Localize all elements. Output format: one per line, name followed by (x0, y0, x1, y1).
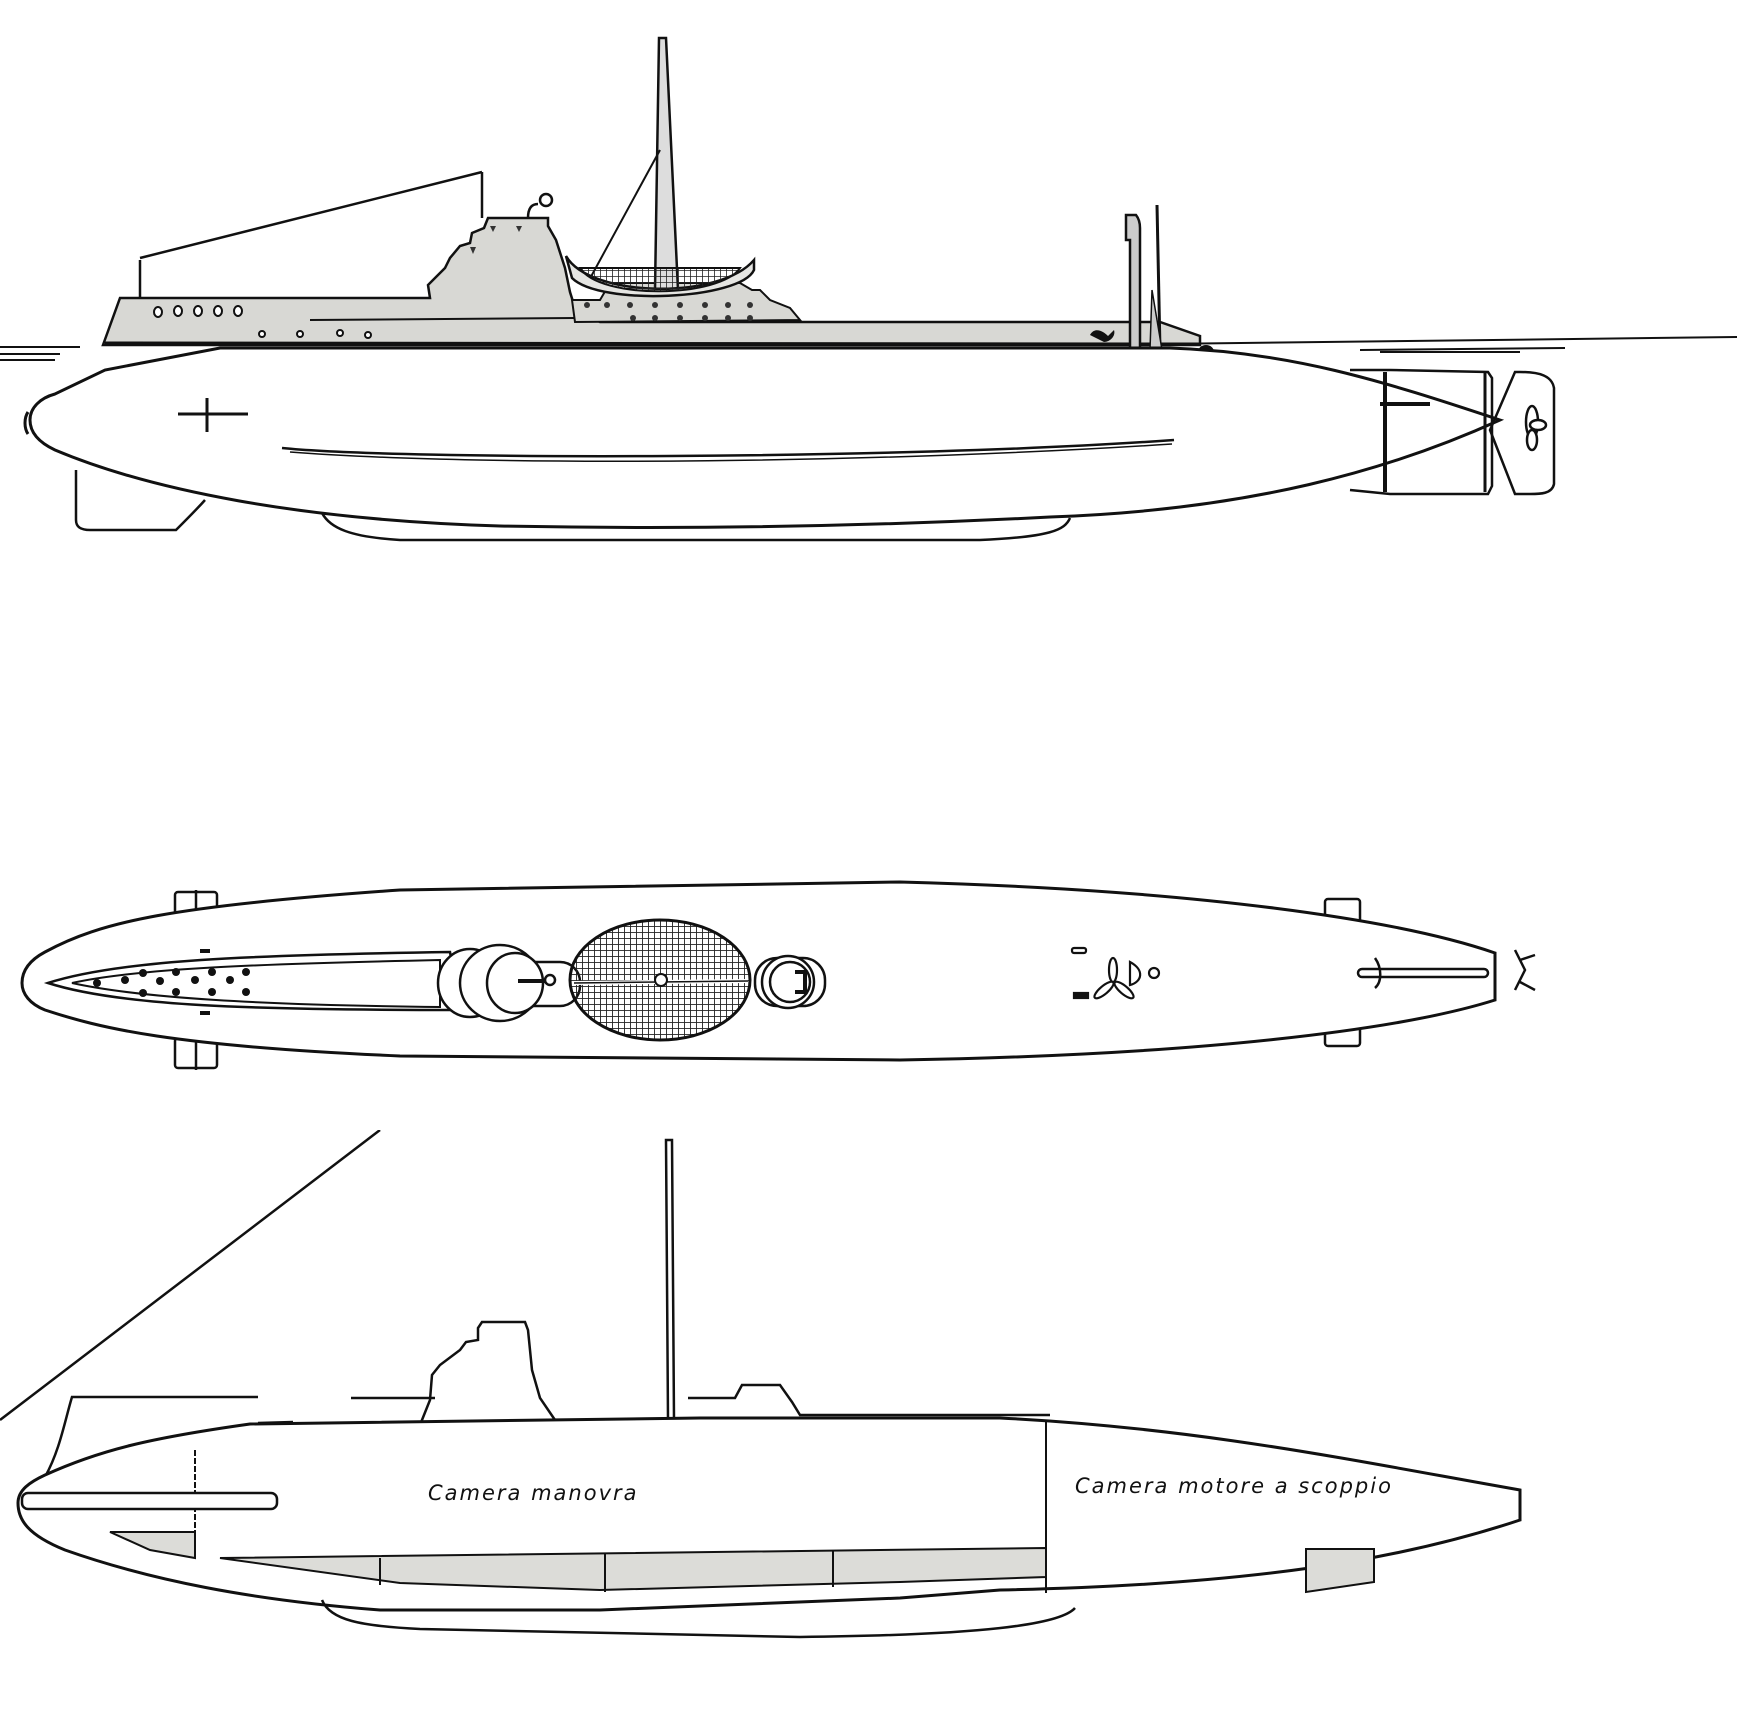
label-camera-manovra: Camera manovra (428, 1481, 639, 1505)
torpedo-tube (20, 1491, 279, 1511)
side-elevation-view (0, 0, 1737, 560)
portholes (153, 305, 372, 339)
signal-lamp (526, 192, 554, 219)
deck-holes (93, 968, 250, 997)
bow-diving-plane (74, 470, 206, 532)
bow-hydroplane-mark (178, 398, 248, 432)
conning-tower (436, 943, 582, 1023)
section-drawing (0, 1130, 1522, 1639)
propeller-icon (1070, 946, 1161, 1000)
longitudinal-section-view: Camera manovra Camera motore a scoppio (0, 1130, 1737, 1709)
plan-view (0, 860, 1737, 1100)
keel (320, 1599, 1076, 1639)
side-elevation-drawing (0, 36, 1737, 542)
wireless-aerial (138, 170, 484, 298)
exhaust-funnel (1124, 204, 1163, 354)
keel (320, 512, 1072, 542)
waterline (0, 336, 1737, 361)
lifeboat-top (568, 918, 752, 1042)
aft-hatch (753, 954, 827, 1010)
pressure-hull (23, 346, 1505, 529)
propeller-icon (1524, 404, 1548, 452)
stern-frame (1349, 368, 1556, 496)
conning-tower (418, 1320, 557, 1426)
mast (586, 36, 680, 292)
plan-view-drawing (20, 880, 1536, 1070)
mast (664, 1138, 676, 1422)
stern-rudder-shaft (1356, 949, 1536, 1000)
deckhouse-portholes (470, 226, 753, 321)
ballast-tanks (109, 1531, 1375, 1594)
lifeboat (564, 255, 756, 298)
label-camera-motore: Camera motore a scoppio (1075, 1474, 1393, 1498)
